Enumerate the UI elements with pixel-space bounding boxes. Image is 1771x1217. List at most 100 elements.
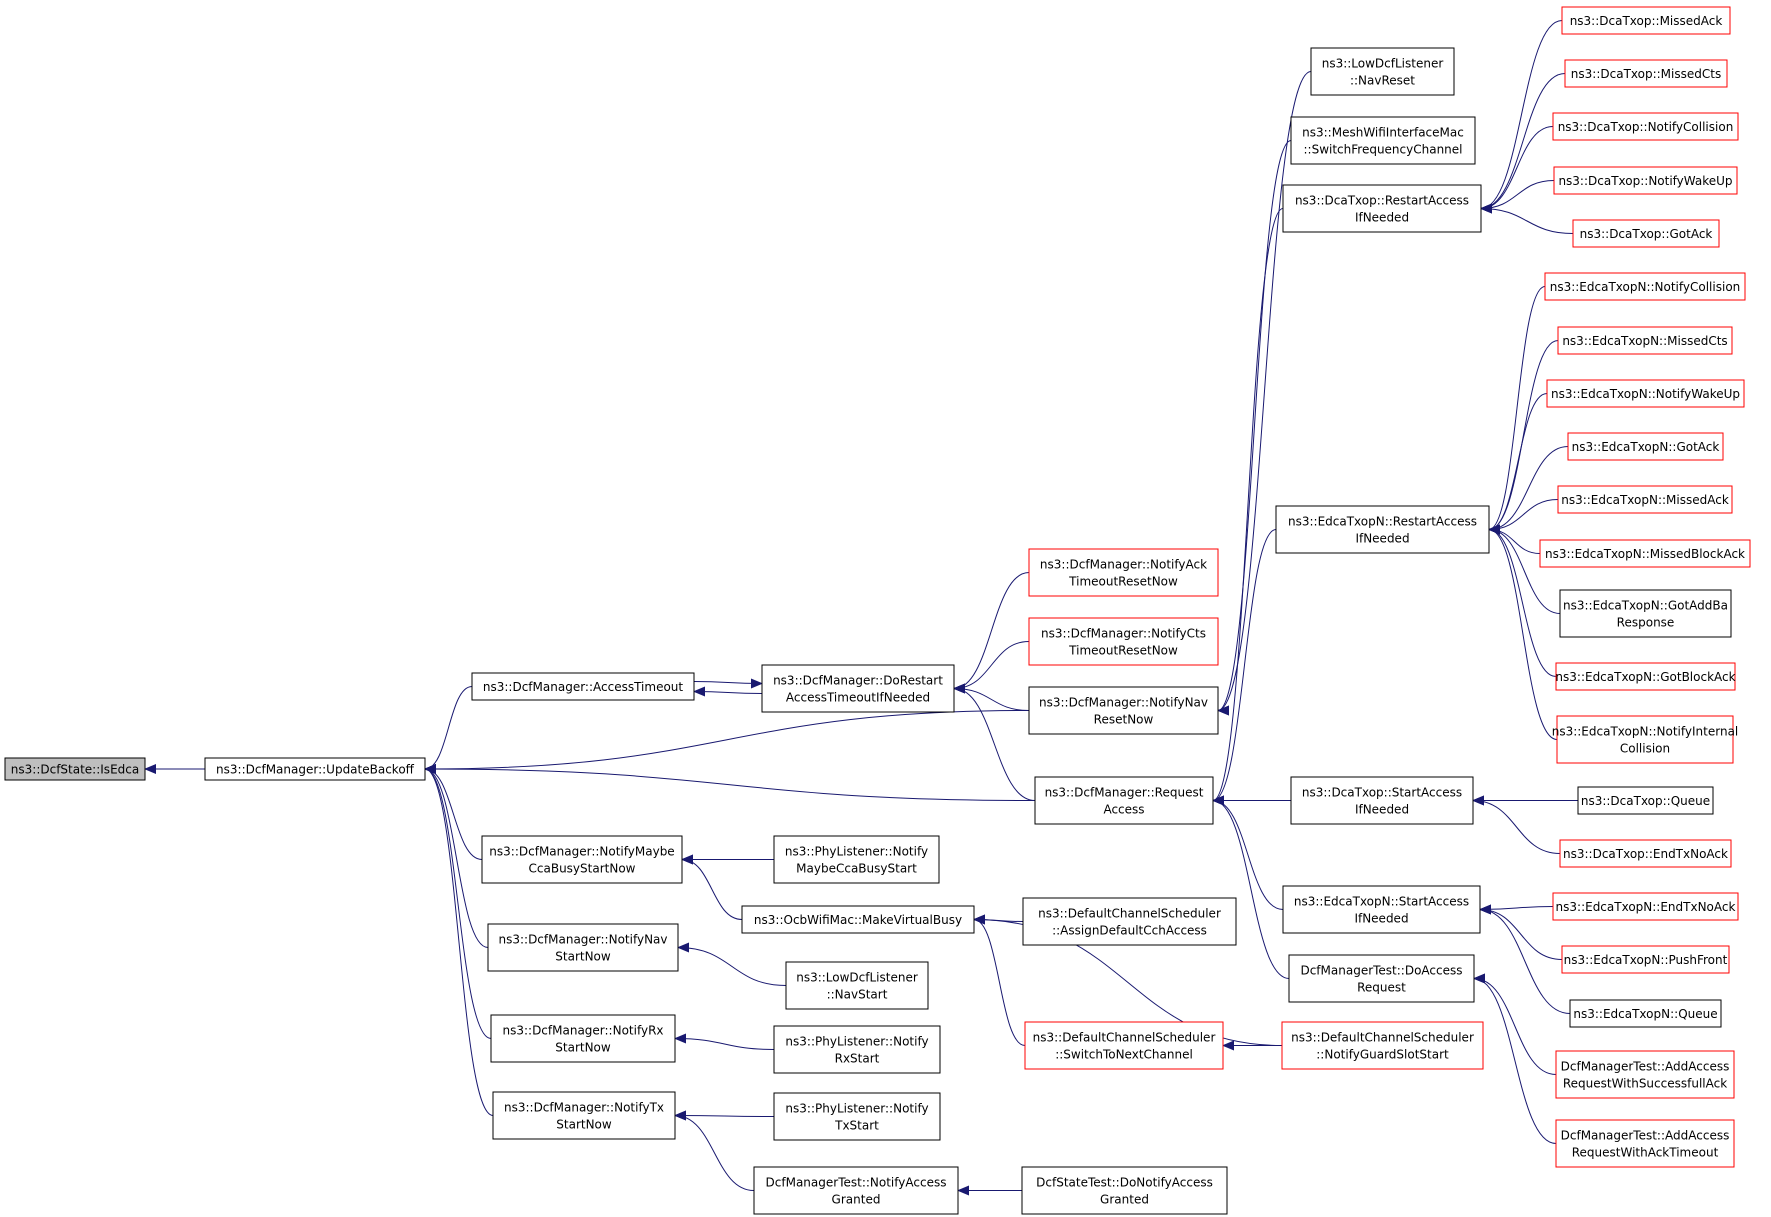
- node-box: [1288, 954, 1475, 1003]
- node-edca_missedcts[interactable]: ns3::EdcaTxopN::MissedCts: [1557, 326, 1733, 355]
- node-box: [1282, 184, 1482, 233]
- node-label: ::NotifyGuardSlotStart: [1316, 1048, 1449, 1062]
- node-dca_gotack[interactable]: ns3::DcaTxop::GotAck: [1572, 219, 1720, 248]
- node-notifyacktimeout[interactable]: ns3::DcfManager::NotifyAckTimeoutResetNo…: [1028, 548, 1219, 597]
- node-box: [1028, 548, 1219, 597]
- node-label: ns3::DcfManager::NotifyTx: [504, 1101, 664, 1115]
- node-notifyctstimeout[interactable]: ns3::DcfManager::NotifyCtsTimeoutResetNo…: [1028, 617, 1219, 666]
- edge-edca_notifywakeup-to-edcarestart: [1488, 393, 1548, 535]
- node-box: [773, 1025, 941, 1074]
- node-edca_endtxnoack[interactable]: ns3::EdcaTxopN::EndTxNoAck: [1552, 892, 1739, 921]
- edge-test_acktimeout-to-testdoaccess: [1473, 973, 1557, 1144]
- node-dca_notifycollision[interactable]: ns3::DcaTxop::NotifyCollision: [1552, 112, 1739, 141]
- edge-accesstimeout-to-dorestart: [693, 678, 763, 689]
- node-assigncch[interactable]: ns3::DefaultChannelScheduler::AssignDefa…: [1022, 897, 1237, 946]
- node-label: ns3::DefaultChannelScheduler: [1291, 1031, 1474, 1045]
- node-label: ns3::DcfManager::Request: [1045, 786, 1204, 800]
- node-dca_endtxnoack[interactable]: ns3::DcaTxop::EndTxNoAck: [1559, 839, 1732, 868]
- node-edca_pushfront[interactable]: ns3::EdcaTxopN::PushFront: [1561, 945, 1730, 974]
- node-box: [1552, 112, 1739, 141]
- node-makevirtualbusy[interactable]: ns3::OcbWifiMac::MakeVirtualBusy: [741, 905, 975, 934]
- node-edca_queue[interactable]: ns3::EdcaTxopN::Queue: [1569, 999, 1722, 1028]
- node-test_successack[interactable]: DcfManagerTest::AddAccessRequestWithSucc…: [1555, 1050, 1735, 1099]
- node-isedca[interactable]: ns3::DcfState::IsEdca: [4, 757, 146, 781]
- edge-dca_notifycollision-to-dcarestart: [1480, 126, 1554, 214]
- node-edca_missedack[interactable]: ns3::EdcaTxopN::MissedAck: [1557, 485, 1733, 514]
- node-label: ns3::DcfManager::NotifyCts: [1041, 627, 1206, 641]
- node-dca_missedcts[interactable]: ns3::DcaTxop::MissedCts: [1564, 59, 1728, 88]
- node-dca_queue[interactable]: ns3::DcaTxop::Queue: [1577, 786, 1714, 815]
- node-label: ns3::EdcaTxopN::GotAddBa: [1563, 599, 1728, 613]
- node-label: ns3::EdcaTxopN::Queue: [1573, 1007, 1717, 1021]
- node-label: DcfManagerTest::NotifyAccess: [766, 1176, 947, 1190]
- node-label: ns3::DcfManager::UpdateBackoff: [216, 763, 415, 777]
- node-maybecca[interactable]: ns3::DcfManager::NotifyMaybeCcaBusyStart…: [481, 835, 683, 884]
- node-dorestart[interactable]: ns3::DcfManager::DoRestartAccessTimeoutI…: [761, 664, 955, 713]
- node-label: ns3::PhyListener::Notify: [785, 845, 928, 859]
- node-phymaybecca[interactable]: ns3::PhyListener::NotifyMaybeCcaBusyStar…: [773, 835, 940, 884]
- node-edca_gotblockack[interactable]: ns3::EdcaTxopN::GotBlockAck: [1555, 662, 1736, 691]
- node-label: ::SwitchToNextChannel: [1055, 1048, 1193, 1062]
- node-dca_notifywakeup[interactable]: ns3::DcaTxop::NotifyWakeUp: [1553, 166, 1738, 195]
- node-edca_missedblockack[interactable]: ns3::EdcaTxopN::MissedBlockAck: [1539, 539, 1751, 568]
- node-label: DcfStateTest::DoNotifyAccess: [1036, 1176, 1213, 1190]
- edge-edcarestart-to-requestaccess: [1212, 529, 1277, 806]
- node-label: IfNeeded: [1355, 211, 1409, 225]
- edge-edca_notifyinternal-to-edcarestart: [1488, 524, 1558, 740]
- node-box: [773, 835, 940, 884]
- node-label: ns3::EdcaTxopN::GotAck: [1572, 440, 1720, 454]
- edge-testdoaccess-to-requestaccess: [1212, 795, 1290, 979]
- node-label: ResetNow: [1094, 713, 1154, 727]
- node-accesstimeout[interactable]: ns3::DcfManager::AccessTimeout: [471, 672, 695, 701]
- node-lownavstart[interactable]: ns3::LowDcfListener::NavStart: [785, 961, 929, 1010]
- node-edca_notifycollision[interactable]: ns3::EdcaTxopN::NotifyCollision: [1544, 272, 1746, 301]
- node-guardslot[interactable]: ns3::DefaultChannelScheduler::NotifyGuar…: [1281, 1021, 1484, 1070]
- node-box: [481, 835, 683, 884]
- node-lownavreset[interactable]: ns3::LowDcfListener::NavReset: [1310, 47, 1455, 96]
- edge-edca_gotack-to-edcarestart: [1488, 446, 1569, 535]
- node-meshswitch[interactable]: ns3::MeshWifiInterfaceMac::SwitchFrequen…: [1290, 116, 1476, 165]
- node-switchnext[interactable]: ns3::DefaultChannelScheduler::SwitchToNe…: [1024, 1021, 1224, 1070]
- node-box: [753, 1166, 959, 1215]
- edge-edca_missedcts-to-edcarestart: [1488, 340, 1559, 535]
- node-box: [1022, 897, 1237, 946]
- node-updatebackoff[interactable]: ns3::DcfManager::UpdateBackoff: [204, 757, 426, 781]
- node-label: IfNeeded: [1354, 912, 1408, 926]
- node-box: [1555, 1119, 1735, 1168]
- node-label: ns3::EdcaTxopN::StartAccess: [1294, 895, 1469, 909]
- node-label: ns3::DcfManager::DoRestart: [773, 674, 943, 688]
- node-dca_missedack[interactable]: ns3::DcaTxop::MissedAck: [1561, 6, 1731, 35]
- edge-rxstartnow-to-updatebackoff: [424, 764, 492, 1039]
- node-label: ::NavReset: [1350, 74, 1415, 88]
- node-edca_gotack[interactable]: ns3::EdcaTxopN::GotAck: [1567, 432, 1724, 461]
- node-box: [492, 1091, 676, 1140]
- node-label: Granted: [1100, 1193, 1149, 1207]
- node-test_acktimeout[interactable]: DcfManagerTest::AddAccessRequestWithAckT…: [1555, 1119, 1735, 1168]
- edge-phyrxstart-to-rxstartnow: [674, 1033, 775, 1050]
- node-box: [773, 1092, 941, 1141]
- node-label: ns3::LowDcfListener: [796, 971, 918, 985]
- edge-switchnext-to-makevirtualbusy: [973, 914, 1026, 1046]
- node-box: [1028, 617, 1219, 666]
- edge-dcarestart-to-requestaccess: [1212, 208, 1284, 806]
- node-box: [1564, 59, 1728, 88]
- node-edca_notifywakeup[interactable]: ns3::EdcaTxopN::NotifyWakeUp: [1546, 379, 1745, 408]
- node-box: [785, 961, 929, 1010]
- node-box: [1539, 539, 1751, 568]
